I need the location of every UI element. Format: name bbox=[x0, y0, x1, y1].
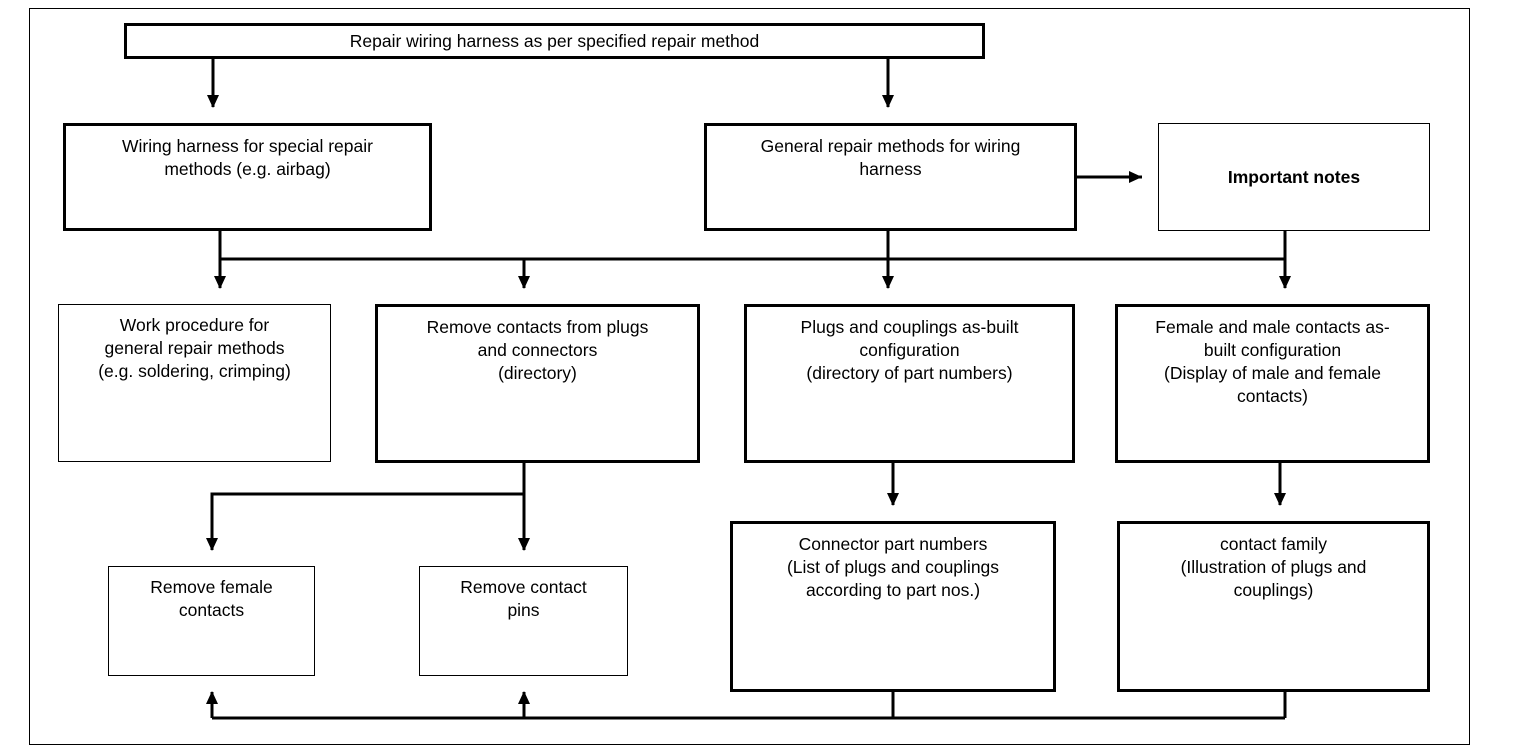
node-important-notes-label: Important notes bbox=[1227, 166, 1361, 187]
node-contact-family-label: contact family (Illustration of plugs an… bbox=[1180, 534, 1367, 600]
node-root-label: Repair wiring harness as per specified r… bbox=[349, 30, 760, 51]
node-connector-part-numbers[interactable]: Connector part numbers (List of plugs an… bbox=[730, 521, 1056, 692]
node-special-methods[interactable]: Wiring harness for special repair method… bbox=[63, 123, 432, 231]
node-remove-contact-pins[interactable]: Remove contact pins bbox=[419, 566, 628, 676]
node-plugs-couplings[interactable]: Plugs and couplings as-built configurati… bbox=[744, 304, 1075, 463]
node-remove-female-contacts[interactable]: Remove female contacts bbox=[108, 566, 315, 676]
node-special-methods-label: Wiring harness for special repair method… bbox=[122, 136, 373, 179]
node-general-methods-label: General repair methods for wiring harnes… bbox=[760, 136, 1021, 179]
node-connector-part-numbers-label: Connector part numbers (List of plugs an… bbox=[786, 534, 1000, 600]
node-remove-female-contacts-label: Remove female contacts bbox=[150, 577, 273, 620]
node-remove-contacts[interactable]: Remove contacts from plugs and connector… bbox=[375, 304, 700, 463]
diagram-outer-frame bbox=[29, 8, 1470, 745]
node-work-procedure-label: Work procedure for general repair method… bbox=[98, 315, 291, 381]
node-important-notes[interactable]: Important notes bbox=[1158, 123, 1430, 231]
node-root[interactable]: Repair wiring harness as per specified r… bbox=[124, 23, 985, 59]
node-remove-contact-pins-label: Remove contact pins bbox=[460, 577, 587, 620]
node-contact-family[interactable]: contact family (Illustration of plugs an… bbox=[1117, 521, 1430, 692]
node-remove-contacts-label: Remove contacts from plugs and connector… bbox=[426, 317, 649, 383]
node-general-methods[interactable]: General repair methods for wiring harnes… bbox=[704, 123, 1077, 231]
node-female-male-contacts[interactable]: Female and male contacts as- built confi… bbox=[1115, 304, 1430, 463]
node-work-procedure[interactable]: Work procedure for general repair method… bbox=[58, 304, 331, 462]
node-plugs-couplings-label: Plugs and couplings as-built configurati… bbox=[800, 317, 1019, 383]
node-female-male-contacts-label: Female and male contacts as- built confi… bbox=[1155, 317, 1390, 406]
